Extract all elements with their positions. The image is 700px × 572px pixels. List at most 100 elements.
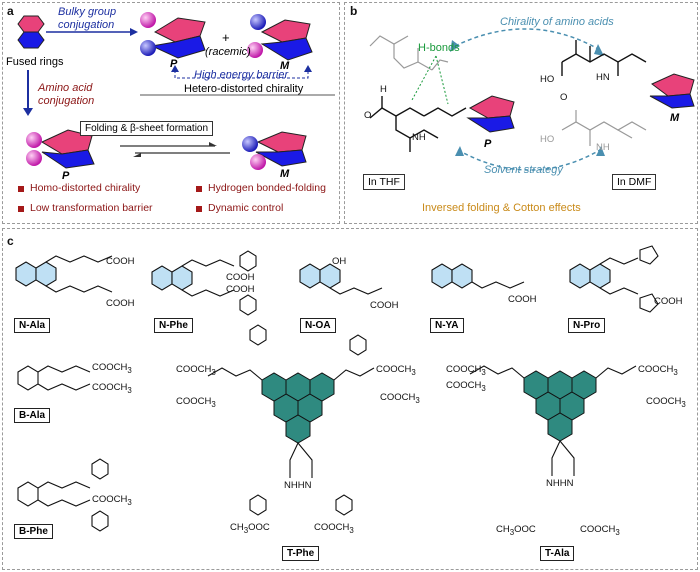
naphthalene-n-ya <box>431 263 473 289</box>
compound-n-phe: N-Phe <box>154 318 193 333</box>
n-oa-cooh: COOH <box>370 300 399 311</box>
t-phe-ester-5: CH3OOC <box>230 522 270 535</box>
triphenylene-t-ala <box>523 370 597 442</box>
panel-a <box>2 2 340 224</box>
compound-b-phe: B-Phe <box>14 524 53 539</box>
chirality-arrow <box>454 28 601 51</box>
n-phe-cooh-2: COOH <box>226 284 255 295</box>
m-label-bottom: M <box>280 168 290 180</box>
naphthalene-n-pro <box>569 263 611 289</box>
b-nh-2: NH <box>596 142 610 153</box>
t-phe-nhhn: NHHN <box>284 480 312 491</box>
m-twisted-icon <box>247 14 313 61</box>
bullet-2 <box>196 186 202 192</box>
chirality-text: Chirality of amino acids <box>500 16 614 28</box>
p-label-bottom: P <box>62 170 70 182</box>
b-phe-ester: COOCH3 <box>92 494 132 507</box>
energy-barrier-arrow <box>174 70 309 79</box>
compound-t-ala: T-Ala <box>540 546 575 561</box>
b-ho-1: HO <box>540 74 555 85</box>
p-label-top: P <box>170 58 178 70</box>
panel-b-label: b <box>350 4 358 18</box>
t-phe-ester-3: COOCH3 <box>376 364 416 377</box>
bullet-text-3: Low transformation barrier <box>30 202 153 214</box>
bullet-text-2: Hydrogen bonded-folding <box>208 182 326 194</box>
benzene-b-phe <box>17 458 109 532</box>
fused-rings-icon <box>17 15 45 49</box>
inversed-text: Inversed folding & Cotton effects <box>422 202 581 214</box>
m-label-top: M <box>280 60 290 72</box>
benzene-b-ala <box>17 365 91 391</box>
t-ala-ester-6: COOCH3 <box>580 524 620 537</box>
compound-b-ala: B-Ala <box>14 408 51 423</box>
grey-molecule-thf <box>369 35 449 71</box>
plus-sign: + <box>222 30 230 45</box>
b-nh-1: NH <box>412 132 426 143</box>
triphenylene-t-phe <box>261 372 335 444</box>
panel-a-label: a <box>7 4 14 18</box>
t-ala-ester-3: COOCH3 <box>638 364 678 377</box>
panel-b <box>344 2 698 224</box>
racemic-text: (racemic) <box>205 46 251 58</box>
panel-c <box>2 228 698 570</box>
b-hn-1: HN <box>596 72 610 83</box>
b-ala-ester-1: COOCH3 <box>92 362 132 375</box>
n-ala-cooh-1: COOH <box>106 256 135 267</box>
compound-n-ya: N-YA <box>430 318 464 333</box>
b-ala-ester-2: COOCH3 <box>92 382 132 395</box>
t-phe-ester-2: COOCH3 <box>176 396 216 409</box>
hetero-distorted-text: Hetero-distorted chirality <box>184 83 304 95</box>
n-phe-cooh-1: COOH <box>226 272 255 283</box>
fused-rings-text: Fused rings <box>6 56 64 68</box>
n-oa-oh: OH <box>332 256 347 267</box>
compound-t-phe: T-Phe <box>282 546 320 561</box>
solvent-text: Solvent strategy <box>484 164 563 176</box>
bullet-3 <box>18 206 24 212</box>
in-dmf-box: In DMF <box>612 174 657 190</box>
compound-n-pro: N-Pro <box>568 318 606 333</box>
bullet-4 <box>196 206 202 212</box>
b-o-2: O <box>364 110 372 121</box>
bullet-text-4: Dynamic control <box>208 202 284 214</box>
high-energy-text: High energy barrier <box>194 69 289 81</box>
t-ala-ester-4: COOCH3 <box>646 396 686 409</box>
p-twisted-icon <box>140 12 206 59</box>
t-phe-ester-1: COOCH3 <box>176 364 216 377</box>
h-bonds-text: H-bonds <box>418 42 460 54</box>
m-label-b: M <box>670 112 680 124</box>
amino-acid-text: Amino acid conjugation <box>38 82 95 107</box>
bulky-group-text: Bulky group conjugation <box>58 6 117 31</box>
bullet-1 <box>18 186 24 192</box>
folding-box: Folding & β-sheet formation <box>80 121 214 136</box>
b-ho-2: HO <box>540 134 555 145</box>
in-thf-box: In THF <box>363 174 405 190</box>
b-o-1: O <box>560 92 568 103</box>
naphthalene-n-oa <box>299 263 341 289</box>
naphthalene-n-phe <box>151 265 193 291</box>
t-ala-ester-2: COOCH3 <box>446 380 486 393</box>
m-icon-b <box>649 73 695 109</box>
p-label-b: P <box>484 138 492 150</box>
compound-n-ala: N-Ala <box>14 318 51 333</box>
black-molecule-dmf <box>561 40 647 76</box>
p-icon-b <box>466 95 515 133</box>
t-ala-nhhn: NHHN <box>546 478 574 489</box>
t-ala-ester-5: CH3OOC <box>496 524 536 537</box>
folded-m-icon <box>242 131 307 170</box>
folded-p-icon <box>26 129 95 169</box>
t-phe-ester-6: COOCH3 <box>314 522 354 535</box>
panel-c-label: c <box>7 234 14 248</box>
compound-n-oa: N-OA <box>300 318 336 333</box>
naphthalene-n-ala <box>15 261 57 287</box>
n-ya-cooh: COOH <box>508 294 537 305</box>
n-pro-cooh: COOH <box>654 296 683 307</box>
black-molecule-thf <box>369 96 467 152</box>
t-ala-ester-1: COOCH3 <box>446 364 486 377</box>
t-phe-ester-4: COOCH3 <box>380 392 420 405</box>
b-h-1: H <box>380 84 387 95</box>
n-ala-cooh-2: COOH <box>106 298 135 309</box>
grey-molecule-dmf <box>561 110 647 146</box>
